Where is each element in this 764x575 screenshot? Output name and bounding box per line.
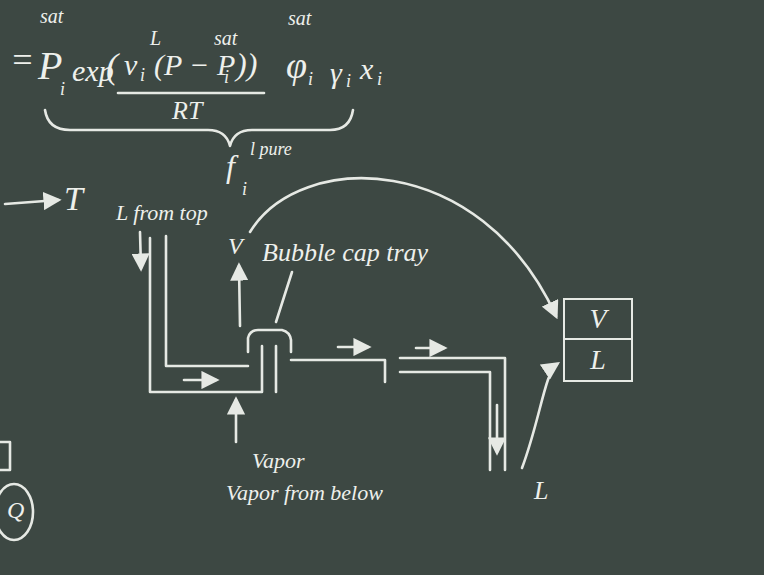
chalk-label: T <box>64 182 83 216</box>
vapor-curve <box>250 178 556 316</box>
chalk-label: Bubble cap tray <box>262 240 428 266</box>
cell-label: V <box>589 305 606 333</box>
chalk-label: (P − P <box>154 50 235 80</box>
box-cell: V <box>563 298 633 340</box>
chalk-label: RT <box>172 98 202 124</box>
flow-arrow <box>338 346 368 349</box>
liquid-curve <box>522 364 557 468</box>
flow-arrow <box>496 405 499 452</box>
chalk-label: γ <box>330 58 342 88</box>
chalk-label: )) <box>236 48 257 80</box>
temperature-arrow <box>5 200 58 204</box>
chalk-label: ( <box>106 48 118 84</box>
fraction-bar <box>118 92 264 95</box>
bracket <box>0 442 10 470</box>
chalk-label: i <box>377 70 382 88</box>
chalk-label: i <box>140 66 145 84</box>
chalk-label: i <box>60 80 65 98</box>
chalk-label: V <box>228 234 243 258</box>
chalk-label: sat <box>288 8 311 28</box>
flow-arrow <box>416 347 444 350</box>
vapor-in-arrow <box>235 400 238 442</box>
chalk-label: i <box>224 68 229 86</box>
downcomer-wall <box>400 372 490 470</box>
chalk-label: L <box>150 28 161 48</box>
liquid-in-arrow <box>140 232 141 268</box>
leader-line <box>276 272 292 322</box>
chalk-label: = <box>10 42 34 78</box>
flow-arrow <box>184 379 216 382</box>
chalk-label: L <box>534 478 548 504</box>
chalk-label: v <box>124 50 137 80</box>
chalk-label: Q <box>7 498 24 522</box>
tray-plate <box>400 358 505 470</box>
chalk-label: f <box>226 150 235 182</box>
chalk-label: Vapor <box>252 450 305 472</box>
circle-mark <box>0 484 33 540</box>
chalk-label: x <box>360 54 373 84</box>
chalk-label: L from top <box>116 202 208 224</box>
vapor-out-arrow <box>239 266 240 326</box>
box-cell: L <box>563 340 633 382</box>
chalk-label: i <box>308 70 313 88</box>
chalk-label: l pure <box>250 140 292 158</box>
chalk-label: i <box>346 72 351 90</box>
riser <box>275 346 278 392</box>
chalk-label: P <box>38 46 62 86</box>
chalk-label: sat <box>214 28 237 48</box>
cell-label: L <box>590 346 606 374</box>
chalk-label: φ <box>286 46 307 84</box>
chalk-label: Vapor from below <box>226 482 383 504</box>
bubble-cap <box>248 330 291 352</box>
chalk-label: sat <box>40 6 63 26</box>
chalk-label: i <box>242 180 247 198</box>
tray-plate <box>291 360 385 382</box>
